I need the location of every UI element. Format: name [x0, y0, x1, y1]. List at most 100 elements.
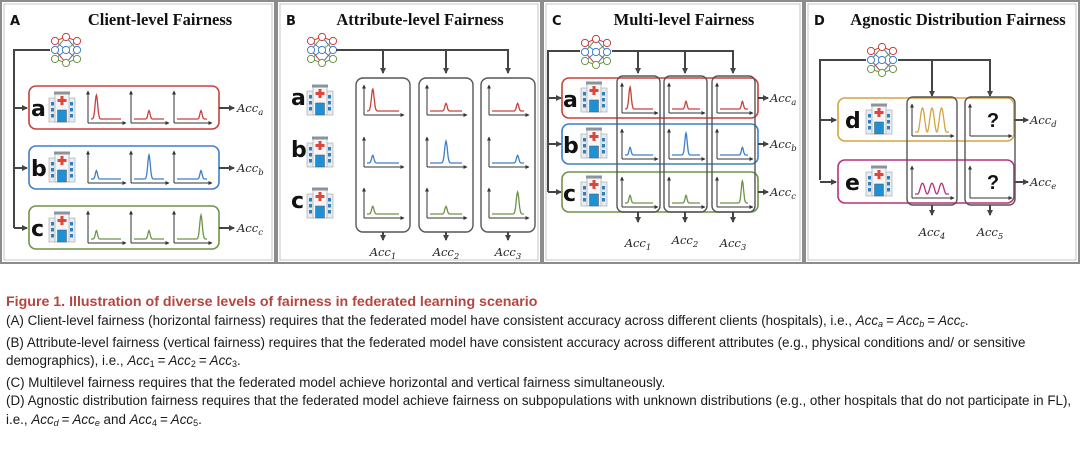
- distribution-plot: [487, 136, 530, 169]
- distribution-curve: [625, 84, 653, 110]
- accuracy-label-main: Acc: [769, 137, 792, 151]
- accuracy-label: Acc5: [976, 225, 1004, 242]
- hospital-icon: [580, 81, 608, 113]
- network-node: [602, 38, 612, 48]
- hospital-window: [309, 95, 312, 99]
- hospital-window: [328, 210, 331, 214]
- accuracy-label-subscript: 5: [998, 232, 1003, 242]
- accuracy-label-subscript: 1: [391, 252, 396, 262]
- accuracy-label: Accb: [769, 137, 797, 154]
- distribution-curve: [720, 100, 748, 110]
- accuracy-label-subscript: b: [791, 144, 796, 154]
- accuracy-label: Acc1: [624, 236, 652, 253]
- distribution-plot: [129, 90, 170, 125]
- client-label: b: [291, 138, 307, 163]
- distribution-plot: [362, 84, 405, 117]
- trunk-line: [612, 50, 736, 74]
- caption-part-d: (D) Agnostic distribution fairness requi…: [6, 393, 1072, 428]
- accuracy-label-subscript: 2: [453, 252, 459, 262]
- hospital-window: [602, 186, 605, 190]
- distribution-curve: [367, 87, 399, 112]
- hospital-window: [51, 168, 54, 172]
- attribute-column-2: Acc2: [663, 75, 708, 250]
- panel-letter: B: [286, 14, 296, 29]
- hospital-icon: [580, 127, 608, 159]
- hospital-roof: [871, 165, 887, 169]
- hospital-window: [583, 144, 586, 148]
- accuracy-label-main: Acc: [769, 91, 792, 105]
- accuracy-label: Acca: [236, 101, 263, 118]
- panel-border: [0, 0, 276, 264]
- hospital-door: [874, 183, 884, 197]
- hospital-window: [583, 150, 586, 154]
- network-node: [877, 42, 887, 52]
- hospital-cross: [315, 144, 325, 147]
- hospital-door: [874, 121, 884, 135]
- network-node: [61, 58, 71, 68]
- distribution-curve: [492, 154, 524, 164]
- hospital-window: [70, 222, 73, 226]
- hospital-window: [602, 98, 605, 102]
- accuracy-label: Acc3: [719, 236, 747, 253]
- accuracy-label-subscript: a: [791, 98, 796, 108]
- accuracy-label-subscript: 3: [516, 252, 521, 262]
- network-node: [591, 60, 601, 70]
- distribution-plot: [362, 187, 405, 220]
- network-node: [72, 45, 82, 55]
- hospital-roof: [54, 151, 70, 155]
- hospital-icon: [48, 151, 76, 183]
- distribution-plot: [667, 176, 706, 209]
- network-node: [580, 56, 590, 66]
- neural-network-icon: [866, 42, 898, 78]
- hospital-window: [328, 101, 331, 105]
- network-node: [866, 46, 876, 56]
- distribution-curve: [91, 93, 121, 120]
- distribution-curve: [625, 194, 653, 204]
- hospital-window: [70, 162, 73, 166]
- network-node: [317, 32, 327, 42]
- hospital-window: [887, 176, 890, 180]
- distribution-plot: [715, 82, 754, 115]
- hospital-cross: [589, 89, 599, 92]
- network-node: [306, 45, 316, 55]
- client-label: b: [563, 134, 579, 159]
- panel-title: Attribute-level Fairness: [336, 10, 504, 29]
- panel-letter: C: [552, 14, 562, 29]
- hospital-window: [868, 120, 871, 124]
- accuracy-label-subscript: b: [258, 168, 263, 178]
- network-node: [888, 55, 898, 65]
- accuracy-label-main: Acc: [918, 225, 941, 239]
- hospital-window: [328, 147, 331, 151]
- network-node: [877, 68, 887, 78]
- hospital-window: [51, 108, 54, 112]
- network-node: [328, 54, 338, 64]
- hospital-roof: [586, 127, 602, 131]
- distribution-curve: [672, 100, 700, 110]
- distribution-plot: ?: [968, 103, 1013, 138]
- accuracy-label: Accc: [236, 221, 263, 238]
- accuracy-label: Acc3: [494, 245, 522, 262]
- network-node: [866, 64, 876, 74]
- hospital-window: [583, 186, 586, 190]
- accuracy-label-main: Acc: [432, 245, 455, 259]
- distribution-curve: [367, 205, 399, 215]
- trunk-line: [898, 59, 993, 97]
- distribution-plot: [129, 210, 170, 245]
- distribution-curve: [134, 109, 164, 120]
- client-label: a: [31, 97, 46, 122]
- attribute-column-1: Acc1: [616, 75, 661, 253]
- distribution-plot: [910, 103, 955, 138]
- hospital-window: [328, 107, 331, 111]
- hospital-roof: [54, 91, 70, 95]
- accuracy-label: Accb: [236, 161, 264, 178]
- accuracy-label-subscript: 4: [939, 232, 945, 242]
- hospital-window: [328, 153, 331, 157]
- network-node: [602, 56, 612, 66]
- hospital-cross: [57, 219, 67, 222]
- distribution-plot: [620, 176, 659, 209]
- network-node: [61, 45, 71, 55]
